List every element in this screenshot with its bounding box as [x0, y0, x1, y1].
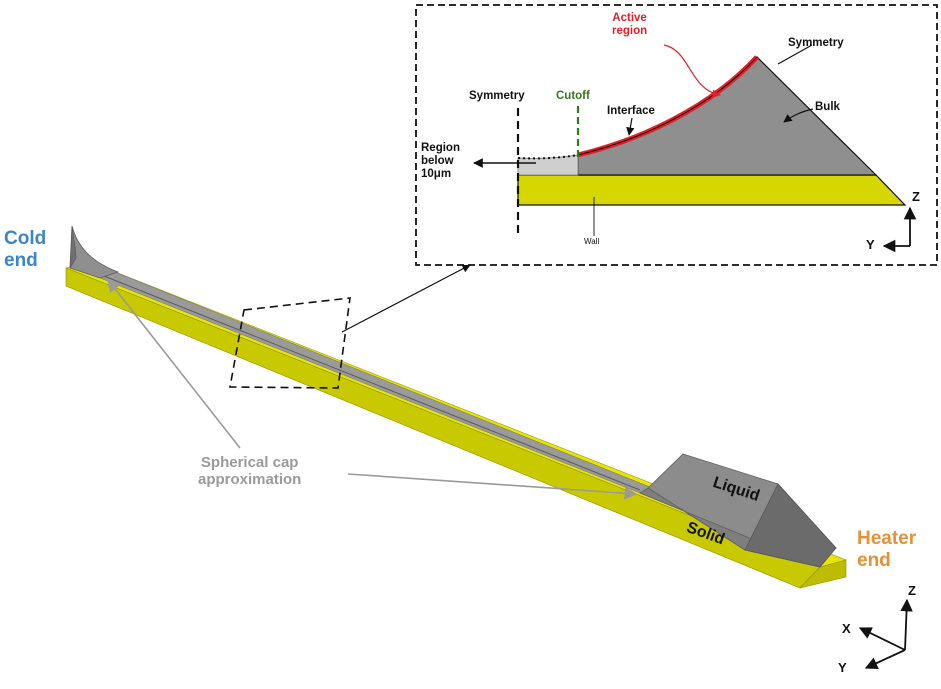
symmetry-left-label: Symmetry [469, 90, 525, 102]
main-axes [858, 598, 913, 669]
spherical-cap-line2: approximation [198, 471, 302, 489]
active-region-pointer [663, 44, 721, 98]
zoom-box [229, 297, 351, 389]
liquid-block-end [744, 483, 837, 568]
bulk-pointer [783, 108, 814, 123]
inset-axis-y-label: Y [866, 237, 875, 252]
active-region-line2: region [612, 25, 648, 38]
active-region-line1: Active [612, 12, 647, 24]
cap-arrow-heater [347, 473, 638, 500]
inset-interface-line [577, 56, 758, 156]
heater-end-label: Heater end [857, 528, 916, 572]
region-below-line3: 10μm [421, 168, 452, 181]
zoom-connector [341, 264, 471, 333]
main-axis-y [864, 649, 906, 669]
wall-label: Wall [584, 237, 600, 246]
heater-end-label-line1: Heater [857, 528, 917, 549]
main-axis-y-label: Y [838, 660, 847, 675]
interface-pointer [626, 117, 635, 136]
inset-panel [415, 4, 938, 266]
liquid-film [69, 257, 651, 494]
region-below-line2: below [421, 155, 454, 168]
inset-axis-z-label: Z [912, 189, 920, 204]
inset-region-dotted [517, 154, 579, 160]
cold-end-label-line1: Cold [4, 228, 47, 249]
cold-end-cap [69, 225, 120, 279]
solid-end-face [799, 559, 847, 589]
bulk-label: Bulk [815, 101, 840, 113]
main-axis-x [858, 627, 906, 651]
region-below-label: Region below 10μm [421, 142, 460, 182]
region-below-line1: Region [421, 142, 460, 154]
active-region-label: Active region [612, 12, 647, 38]
cold-end-cap-back [69, 225, 77, 269]
cutoff-label: Cutoff [556, 90, 590, 102]
symmetry-right-pointer [777, 44, 813, 65]
interface-label: Interface [607, 105, 655, 117]
spherical-cap-label: Spherical cap approximation [198, 454, 301, 489]
meniscus-line [103, 275, 641, 491]
heater-end-label-line2: end [857, 549, 891, 571]
inset-region-below [517, 154, 579, 176]
cap-arrow-cold [107, 278, 241, 449]
symmetry-right-label: Symmetry [788, 37, 844, 49]
main-axis-x-label: X [842, 621, 851, 636]
inset-wall [517, 174, 907, 206]
cold-end-label-line2: end [4, 249, 38, 271]
main-axis-z [900, 598, 913, 651]
cold-end-label: Cold end [4, 228, 46, 272]
groove-3d [65, 225, 847, 589]
spherical-cap-line1: Spherical cap [200, 454, 299, 471]
main-axis-z-label: Z [908, 583, 916, 598]
